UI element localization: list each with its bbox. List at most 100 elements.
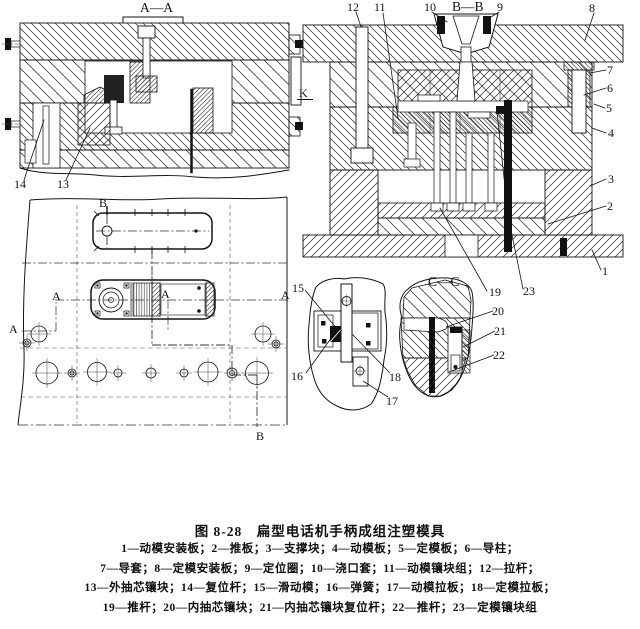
callout-7: 7 xyxy=(607,63,613,77)
callout-1: 1 xyxy=(602,264,608,278)
bb-cavity-bump-2 xyxy=(467,111,491,119)
aa-right-bolt-2 xyxy=(295,122,303,130)
callout-3: 3 xyxy=(608,172,614,186)
callout-21: 21 xyxy=(494,324,506,338)
aa-top-bolt-head xyxy=(137,25,156,39)
slide-leader-lines xyxy=(304,289,391,398)
aa-return-pin-14 xyxy=(42,105,50,165)
plan-dot-1 xyxy=(197,286,201,290)
bb-cavity-bump-1 xyxy=(417,94,441,102)
aa-bolt-shaft xyxy=(109,99,118,131)
screw-dot xyxy=(96,312,99,315)
bb-core-pull-rod xyxy=(504,100,512,252)
bb-pin-heads xyxy=(430,202,498,212)
plan-cavity-ticks xyxy=(93,209,186,253)
plan-hole-crosshairs xyxy=(19,322,284,389)
plan-section-b-path xyxy=(106,215,258,427)
slide-spring-seat xyxy=(321,321,326,326)
callout-18: 18 xyxy=(389,370,401,384)
bb-leader-lines xyxy=(355,11,607,292)
plan-end-block xyxy=(205,282,215,317)
part-labels: A—A B—B C—C 14 13 12 11 10 9 8 7 6 5 4 3… xyxy=(9,0,614,443)
view-cc xyxy=(399,277,496,398)
caption-title: 图 8-28 扁型电话机手柄成组注塑模具 xyxy=(194,524,446,539)
bb-ring-bolt-right xyxy=(483,16,491,34)
section-letter-b-bottom: B xyxy=(256,429,264,443)
callout-9: 9 xyxy=(497,0,503,14)
callout-14: 14 xyxy=(14,177,26,191)
callout-11: 11 xyxy=(374,0,386,14)
caption-line-4: 19—推杆；20—内抽芯镶块；21—内抽芯镶块复位杆；22—推杆；23—定模镶块… xyxy=(102,601,538,614)
screw-dot xyxy=(125,312,128,315)
aa-centerlines xyxy=(1,43,21,125)
plan-hatched-strip xyxy=(151,282,161,317)
aa-outer-core-insert-13 xyxy=(77,102,111,146)
cc-core-pull-rod xyxy=(429,317,435,393)
callout-16: 16 xyxy=(291,369,303,383)
view-title-aa: A—A xyxy=(140,0,173,15)
slide-spring-seat xyxy=(366,323,371,328)
bb-ejector-plate-2 xyxy=(377,217,546,236)
caption-line-3: 13—外抽芯镶块；14—复位杆；15—滑动模；16—弹簧；17—动模拉板；18—… xyxy=(84,582,556,594)
callout-8: 8 xyxy=(589,1,595,15)
plan-cavity-hole xyxy=(101,225,113,237)
callout-15: 15 xyxy=(292,281,304,295)
bb-base-bolt xyxy=(560,238,567,256)
callout-22: 22 xyxy=(493,348,505,362)
bb-ejector-retainer-plate xyxy=(377,202,546,219)
aa-side-plate xyxy=(290,56,302,106)
plan-dial-circle-inner xyxy=(102,291,120,309)
mold-drawing: A—A B—B C—C 14 13 12 11 10 9 8 7 6 5 4 3… xyxy=(1,0,624,443)
aa-bottom-plate xyxy=(19,149,290,169)
figure-caption: 图 8-28 扁型电话机手柄成组注塑模具 1—动模安装板；2—推板；3—支撑块；… xyxy=(0,513,640,618)
callout-19: 19 xyxy=(489,285,501,299)
cc-part-profile xyxy=(403,317,448,333)
slide-bolt-bottom-cross xyxy=(354,365,366,377)
callout-10: 10 xyxy=(424,0,436,14)
aa-top-bolt-shaft xyxy=(142,37,151,79)
view-title-bb: B—B xyxy=(452,0,484,14)
section-letter-k: K xyxy=(299,86,308,100)
callout-20: 20 xyxy=(492,304,504,318)
callout-12: 12 xyxy=(347,0,359,14)
callout-5: 5 xyxy=(606,101,612,115)
callout-4: 4 xyxy=(608,126,614,140)
bb-short-pin-foot xyxy=(403,158,421,168)
aa-corner-inset xyxy=(24,139,37,164)
aa-right-bolt-1 xyxy=(295,40,303,48)
callout-17: 17 xyxy=(386,394,398,408)
callout-6: 6 xyxy=(607,81,613,95)
plan-dial-circle-outer xyxy=(98,287,124,313)
callout-23: 23 xyxy=(523,284,535,298)
bb-tie-rod-12 xyxy=(355,26,369,151)
section-letter-a-mid: A xyxy=(161,287,170,301)
callout-2: 2 xyxy=(607,199,613,213)
cc-push-rod-22 xyxy=(450,354,461,372)
plan-cavity-dot xyxy=(194,229,198,233)
bb-guide-pillar-6 xyxy=(571,69,587,134)
aa-right-insert xyxy=(192,87,214,134)
aa-leader-lines xyxy=(23,119,91,181)
plan-centerlines xyxy=(22,230,288,332)
plan-corner-screws xyxy=(94,282,130,317)
slide-spring-seat xyxy=(322,339,327,344)
plan-handset-cavity-top xyxy=(92,212,213,250)
bb-ring-bolt-left xyxy=(437,16,445,34)
cc-insert-cap xyxy=(450,327,462,333)
plan-right-pocket xyxy=(160,283,206,316)
plan-holes xyxy=(22,325,281,385)
plan-plate-edges-dashed xyxy=(76,205,231,423)
bb-support-block-left-3 xyxy=(329,169,379,236)
section-letter-b-top: B xyxy=(99,196,107,210)
bb-sprue-cup-10 xyxy=(452,15,480,45)
slide-pull-bar-17 xyxy=(340,283,353,363)
bb-short-pin xyxy=(407,122,417,162)
aa-top-bolt-seat xyxy=(135,75,158,93)
caption-line-2: 7—导套；8—定模安装板；9—定位圈；10—浇口套；11—动模镶块组；12—拉杆… xyxy=(100,562,540,575)
aa-break-line xyxy=(19,167,290,179)
bb-sprue-cone xyxy=(456,61,476,102)
bb-support-block-right-3 xyxy=(544,169,593,236)
plan-top-edge xyxy=(29,196,288,201)
plan-dial-circle-center xyxy=(108,297,114,303)
